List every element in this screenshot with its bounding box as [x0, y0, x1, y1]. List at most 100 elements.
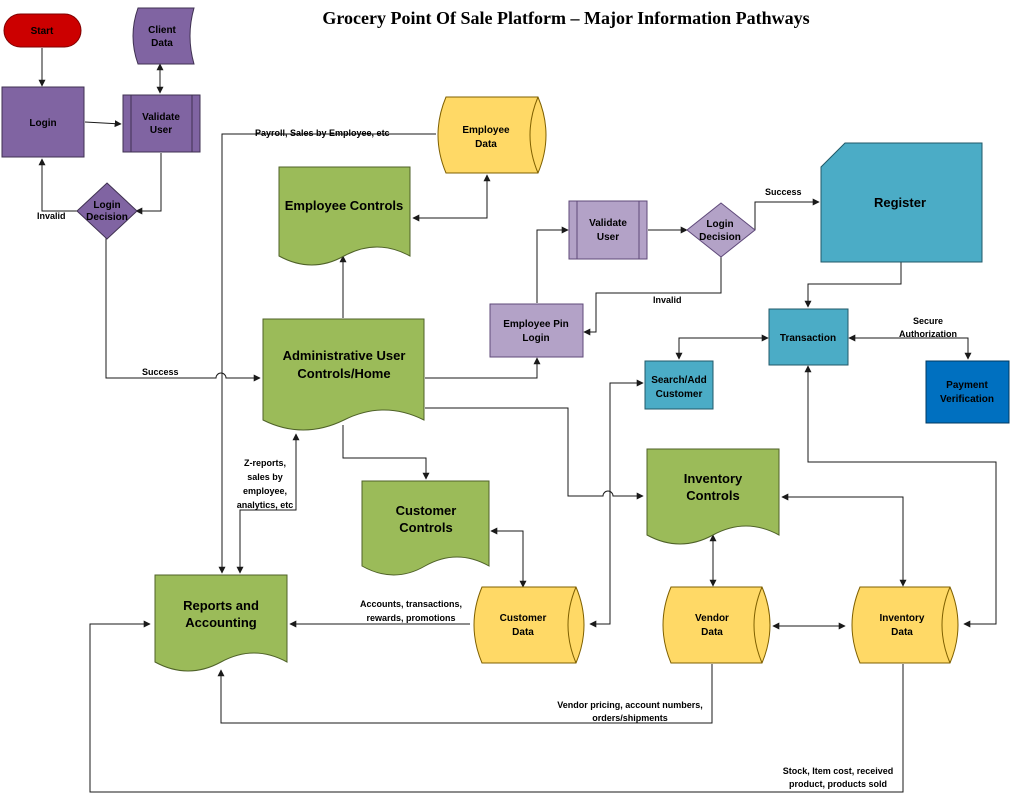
reports-accounting-label-2: Accounting: [185, 615, 257, 630]
edge-transaction-search: [675, 334, 769, 360]
login-decision-2-label-2: Decision: [699, 232, 741, 243]
edge-label-invalid-1: Invalid: [37, 211, 66, 221]
edge-label-vendor-pricing-2: orders/shipments: [592, 713, 668, 723]
edge-label-accounts-2: rewards, promotions: [366, 613, 455, 623]
edge-label-zreports-3: employee,: [243, 486, 287, 496]
edge-label-zreports-2: sales by: [247, 472, 283, 482]
validate-user-2-label-1: Validate: [589, 218, 627, 229]
customer-controls-label-2: Controls: [399, 520, 452, 535]
edge-transaction-inventorydata: [804, 365, 997, 628]
validate-user-2-label-2: User: [597, 232, 619, 243]
edge-decision2-register: [754, 198, 820, 230]
login-decision-node-2: Login Decision: [686, 202, 756, 258]
edge-invcontrols-invdata: [781, 493, 907, 587]
edge-label-accounts-1: Accounts, transactions,: [360, 599, 462, 609]
register-label: Register: [874, 195, 926, 210]
edge-admin-pinlogin: [425, 357, 541, 379]
employee-pin-login-node: Employee Pin Login: [489, 303, 584, 358]
client-data-node: Client Data: [132, 7, 195, 65]
edge-reports-admin: [236, 433, 300, 574]
login-decision-1-label-2: Decision: [86, 212, 128, 223]
start-node: Start: [3, 13, 82, 48]
edge-label-zreports-1: Z-reports,: [244, 458, 286, 468]
edge-decision-admin-success: [105, 238, 261, 382]
edge-employeedata-reports: [218, 133, 436, 574]
login-node: Login: [1, 86, 85, 158]
admin-controls-label-1: Administrative User: [283, 348, 406, 363]
transaction-label: Transaction: [780, 333, 836, 344]
start-label: Start: [31, 26, 54, 37]
payment-verification-label-1: Payment: [946, 380, 988, 391]
edge-label-vendor-pricing-1: Vendor pricing, account numbers,: [557, 700, 703, 710]
employee-pin-login-label-1: Employee Pin: [503, 319, 569, 330]
edge-decision-login-invalid: [38, 158, 77, 212]
customer-controls-label-1: Customer: [396, 503, 457, 518]
edge-labels: Invalid Success Payroll, Sales by Employ…: [37, 128, 957, 789]
diagram-title: Grocery Point Of Sale Platform – Major I…: [322, 8, 809, 28]
inventory-controls-node: Inventory Controls: [646, 448, 780, 545]
employee-data-node: Employee Data: [437, 96, 547, 174]
edge-label-zreports-4: analytics, etc: [237, 500, 294, 510]
employee-data-label-1: Employee: [462, 125, 510, 136]
vendor-data-node: Vendor Data: [662, 586, 771, 664]
admin-controls-label-2: Controls/Home: [297, 366, 390, 381]
employee-pin-login-label-2: Login: [522, 333, 549, 344]
customer-data-label-2: Data: [512, 627, 534, 638]
validate-user-1-label-1: Validate: [142, 112, 180, 123]
register-node: Register: [820, 142, 983, 263]
inventory-controls-label-1: Inventory: [684, 471, 743, 486]
edge-label-secure-auth-2: Authorization: [899, 329, 957, 339]
edge-login-validate: [84, 120, 122, 128]
edge-label-invalid-2: Invalid: [653, 295, 682, 305]
admin-controls-node: Administrative User Controls/Home: [262, 318, 425, 431]
validate-user-node-1: Validate User: [122, 94, 201, 153]
edge-custcontrols-custdata: [490, 527, 527, 588]
edge-custdata-search: [589, 379, 644, 628]
login-decision-2-label-1: Login: [706, 219, 733, 230]
login-decision-1-label-1: Login: [93, 200, 120, 211]
edge-decision2-pinlogin-invalid: [583, 257, 722, 336]
login-label: Login: [29, 118, 56, 129]
customer-data-node: Customer Data: [473, 586, 585, 664]
connectors: [38, 48, 997, 793]
edge-label-payroll: Payroll, Sales by Employee, etc: [255, 128, 390, 138]
employee-controls-node: Employee Controls: [278, 166, 411, 266]
client-data-label-2: Data: [151, 38, 173, 49]
search-add-customer-label-1: Search/Add: [651, 375, 707, 386]
reports-accounting-label-1: Reports and: [183, 598, 259, 613]
edge-vendordata-reports: [217, 664, 713, 724]
search-add-customer-label-2: Customer: [656, 389, 703, 400]
edge-transaction-payment: [848, 334, 972, 360]
inventory-data-label-1: Inventory: [879, 613, 924, 624]
edge-label-success-2: Success: [765, 187, 802, 197]
inventory-data-label-2: Data: [891, 627, 913, 638]
edge-validate-decision: [135, 153, 162, 215]
edge-label-stock-2: product, products sold: [789, 779, 887, 789]
reports-accounting-node: Reports and Accounting: [154, 574, 288, 672]
inventory-controls-label-2: Controls: [686, 488, 739, 503]
vendor-data-label-1: Vendor: [695, 613, 729, 624]
login-decision-node-1: Login Decision: [76, 182, 138, 240]
payment-verification-label-2: Verification: [940, 394, 994, 405]
edge-label-success-1: Success: [142, 367, 179, 377]
validate-user-node-2: Validate User: [568, 200, 648, 260]
validate-user-1-label-2: User: [150, 125, 172, 136]
edge-register-transaction: [804, 262, 902, 308]
edge-admin-customercontrols: [342, 425, 430, 480]
edge-empcontrols-empdata: [412, 174, 491, 222]
employee-controls-label: Employee Controls: [285, 198, 403, 213]
payment-verification-node: Payment Verification: [925, 360, 1010, 424]
edge-label-secure-auth-1: Secure: [913, 316, 943, 326]
edge-label-stock-1: Stock, Item cost, received: [783, 766, 894, 776]
customer-data-label-1: Customer: [500, 613, 547, 624]
inventory-data-node: Inventory Data: [851, 586, 959, 664]
transaction-node: Transaction: [768, 308, 849, 366]
edge-pinlogin-validate2: [536, 226, 569, 303]
search-add-customer-node: Search/Add Customer: [644, 360, 714, 410]
client-data-label-1: Client: [148, 25, 176, 36]
edge-invdata-reports: [89, 620, 904, 793]
customer-controls-node: Customer Controls: [361, 480, 490, 576]
vendor-data-label-2: Data: [701, 627, 723, 638]
employee-data-label-2: Data: [475, 139, 497, 150]
